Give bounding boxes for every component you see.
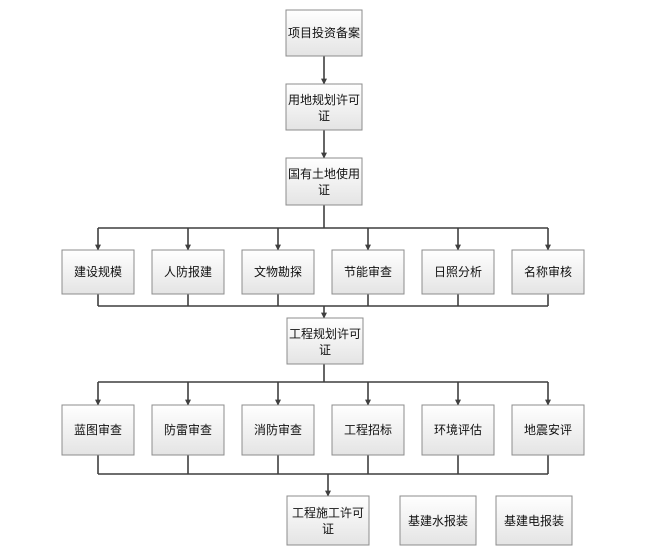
node-label-line2: 证	[318, 109, 330, 123]
node-environmental-assessment: 环境评估	[421, 404, 495, 456]
node-seismic-assessment: 地震安评	[511, 404, 585, 456]
node-label: 防雷审查	[164, 422, 212, 437]
node-label: 文物勘探	[254, 264, 302, 279]
node-label: 工程招标	[344, 422, 392, 437]
node-cultural-relics-survey: 文物勘探	[241, 249, 315, 295]
node-label: 工程规划许可	[289, 326, 361, 341]
node-land-use-cert: 国有土地使用 证	[285, 157, 363, 206]
node-label-line2: 证	[322, 522, 334, 536]
node-engineering-planning-permit: 工程规划许可 证	[286, 317, 364, 365]
node-blueprint-review: 蓝图审查	[61, 404, 135, 456]
node-fire-review: 消防审查	[241, 404, 315, 456]
node-name-review: 名称审核	[511, 249, 585, 295]
node-label: 人防报建	[164, 264, 212, 279]
node-label: 基建水报装	[408, 513, 468, 528]
node-label: 日照分析	[434, 265, 482, 279]
node-water-report: 基建水报装	[399, 495, 477, 546]
node-project-filing: 项目投资备案	[285, 9, 363, 57]
node-label-line2: 证	[318, 183, 330, 197]
node-label: 建设规模	[74, 264, 122, 279]
node-land-planning-permit: 用地规划许可 证	[285, 83, 363, 131]
node-label: 消防审查	[254, 422, 302, 437]
node-label: 蓝图审查	[74, 422, 122, 437]
node-sunlight-analysis: 日照分析	[421, 249, 495, 295]
node-construction-permit: 工程施工许可 证	[286, 495, 370, 546]
node-label: 基建电报装	[504, 513, 564, 528]
connectors	[95, 56, 551, 497]
nodes: 项目投资备案 用地规划许可 证 国有土地使用 证 建设规模 人防报建 文物勘探 …	[61, 9, 585, 546]
node-label: 节能审查	[344, 264, 392, 279]
node-label: 环境评估	[434, 422, 482, 437]
node-label: 工程施工许可	[292, 505, 364, 520]
node-label-line2: 证	[319, 343, 331, 357]
node-energy-review: 节能审查	[331, 249, 405, 295]
node-label: 用地规划许可	[288, 92, 360, 107]
node-civil-air-defense-report: 人防报建	[151, 249, 225, 295]
node-engineering-bidding: 工程招标	[331, 404, 405, 456]
node-electricity-report: 基建电报装	[495, 495, 573, 546]
node-construction-scale: 建设规模	[61, 249, 135, 295]
node-label: 名称审核	[524, 264, 572, 279]
node-label: 项目投资备案	[288, 25, 360, 40]
node-label: 地震安评	[524, 422, 572, 437]
node-label: 国有土地使用	[288, 166, 360, 181]
node-lightning-review: 防雷审查	[151, 404, 225, 456]
